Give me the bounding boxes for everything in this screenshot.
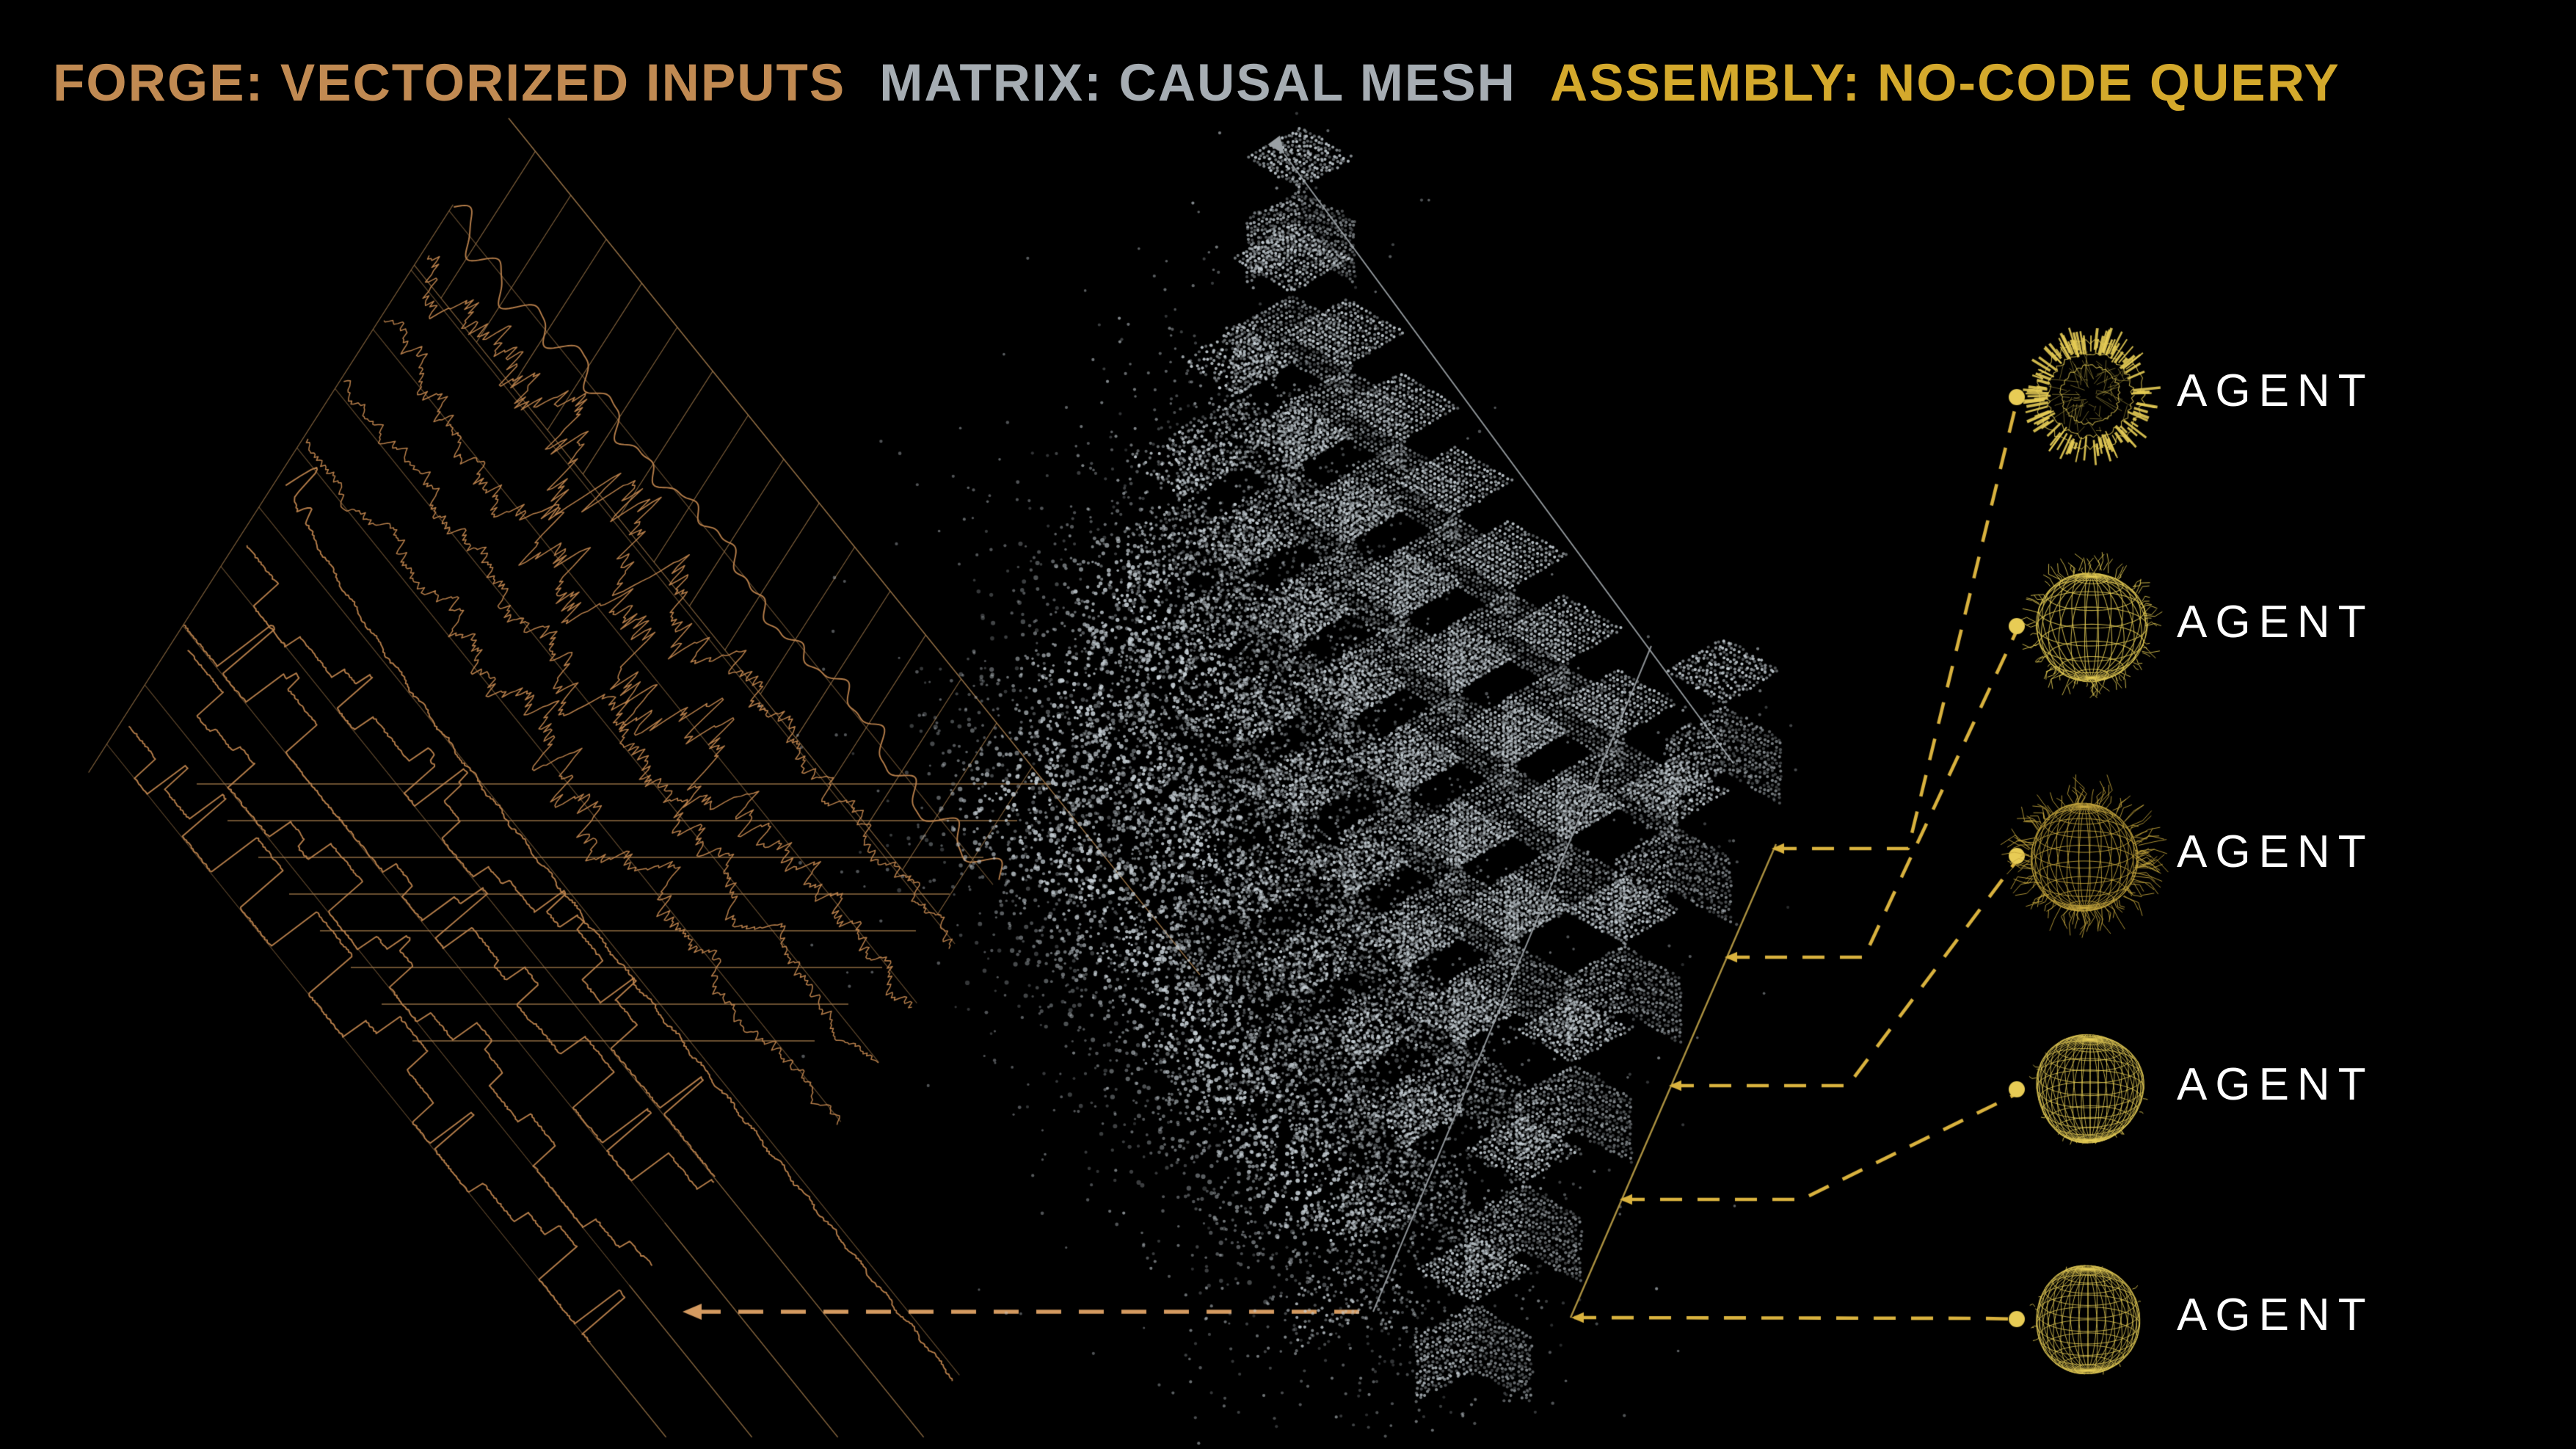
- agent-label: AGENT: [2177, 366, 2374, 416]
- agent-label: AGENT: [2177, 1290, 2374, 1340]
- title-matrix: MATRIX: CAUSAL MESH: [879, 54, 1516, 112]
- title-assembly: ASSEMBLY: NO-CODE QUERY: [1549, 54, 2340, 112]
- agent-label: AGENT: [2177, 597, 2374, 647]
- agent-label: AGENT: [2177, 827, 2374, 877]
- title-bar: FORGE: VECTORIZED INPUTS MATRIX: CAUSAL …: [53, 57, 2340, 109]
- title-forge: FORGE: VECTORIZED INPUTS: [53, 54, 846, 112]
- agent-label: AGENT: [2177, 1059, 2374, 1110]
